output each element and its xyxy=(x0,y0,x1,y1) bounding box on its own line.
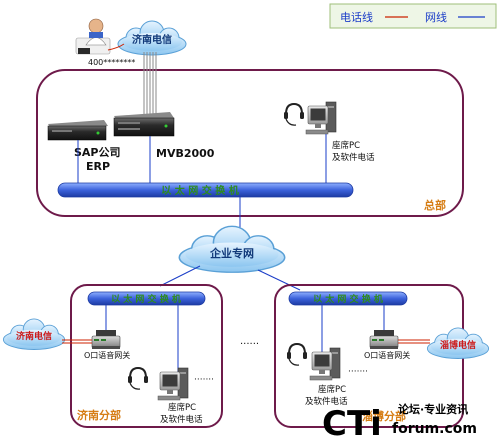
jinan-gateway-icon xyxy=(91,329,121,350)
hq-region xyxy=(36,69,464,217)
hq-agent-pc-icon xyxy=(305,101,337,135)
hq-phone-number: 400******** xyxy=(88,58,135,67)
sap-erp-server-icon xyxy=(47,120,108,141)
wan-jinan-link xyxy=(159,265,201,287)
jinan-gateway-label: O口语音网关 xyxy=(84,350,130,360)
legend-phone-label: 电话线 xyxy=(340,10,373,24)
watermark-domain: forum.com xyxy=(392,421,477,437)
middle-dots: ······ xyxy=(240,339,259,350)
zibo-ethernet-switch: 以 太 网 交 换 机 xyxy=(288,291,408,306)
zibo-telecom-cloud: 淄博电信 xyxy=(426,327,490,359)
jinan-pc-label-2: 及软件电话 xyxy=(160,414,203,425)
jinan-dots: ······· xyxy=(194,375,214,385)
jinan-headset-icon xyxy=(127,367,149,391)
wan-zibo-link xyxy=(257,269,301,291)
zibo-switch-label: 以 太 网 交 换 机 xyxy=(313,293,383,305)
jinan-ethernet-switch: 以 太 网 交 换 机 xyxy=(87,291,206,306)
jinan-pc-label-1: 座席PC xyxy=(168,402,196,413)
caller-phone-line xyxy=(107,43,125,51)
hq-pc-label-2: 及软件电话 xyxy=(332,152,375,163)
jinan-telecom-cloud: 济南电信 xyxy=(2,318,66,350)
zibo-pc-label-1: 座席PC xyxy=(318,384,346,395)
legend-box xyxy=(329,3,497,29)
hq-trunk-lines xyxy=(143,52,157,120)
hq-telecom-cloud: 济南电信 xyxy=(117,20,187,56)
zibo-gateway-label: O口语音网关 xyxy=(364,350,410,360)
hq-pc-label-1: 座席PC xyxy=(332,140,360,151)
wan-cloud-label: 企业专网 xyxy=(209,246,254,260)
hq-telecom-cloud-label: 济南电信 xyxy=(132,33,172,46)
cti-forum-watermark: CTi 论坛·专业资讯 forum.com xyxy=(322,402,477,444)
watermark-tagline: 论坛·专业资讯 xyxy=(398,402,468,416)
zibo-agent-pc-icon xyxy=(309,347,341,381)
sap-server-label-1: SAP公司 xyxy=(74,146,121,159)
zibo-headset-icon xyxy=(286,343,308,367)
jinan-branch-label: 济南分部 xyxy=(77,408,121,422)
legend: 电话线 网线 xyxy=(329,3,497,29)
zibo-branch-label: 淄博分部 xyxy=(362,409,406,423)
legend-network-label: 网线 xyxy=(425,10,447,24)
sap-server-label-2: ERP xyxy=(86,160,110,173)
jinan-agent-pc-icon xyxy=(157,367,189,401)
hq-switch-label: 以 太 网 交 换 机 xyxy=(161,184,238,197)
mvb2000-server-icon xyxy=(113,112,175,137)
wan-cloud: 企业专网 xyxy=(178,225,286,274)
jinan-telecom-cloud-label: 济南电信 xyxy=(16,330,52,342)
zibo-pc-label-2: 及软件电话 xyxy=(305,396,348,407)
hq-headset-icon xyxy=(283,103,305,127)
jinan-switch-label: 以 太 网 交 换 机 xyxy=(111,293,181,305)
zibo-dots: ······· xyxy=(348,367,368,377)
jinan-branch-region xyxy=(70,284,223,428)
hq-ethernet-switch: 以 太 网 交 换 机 xyxy=(57,182,354,198)
watermark-brand: CTi xyxy=(322,404,382,444)
mvb-server-label: MVB2000 xyxy=(156,147,215,160)
hq-label: 总部 xyxy=(424,198,446,212)
caller-person-icon xyxy=(75,18,111,55)
zibo-gateway-icon xyxy=(369,329,399,350)
zibo-telecom-cloud-label: 淄博电信 xyxy=(440,339,476,351)
